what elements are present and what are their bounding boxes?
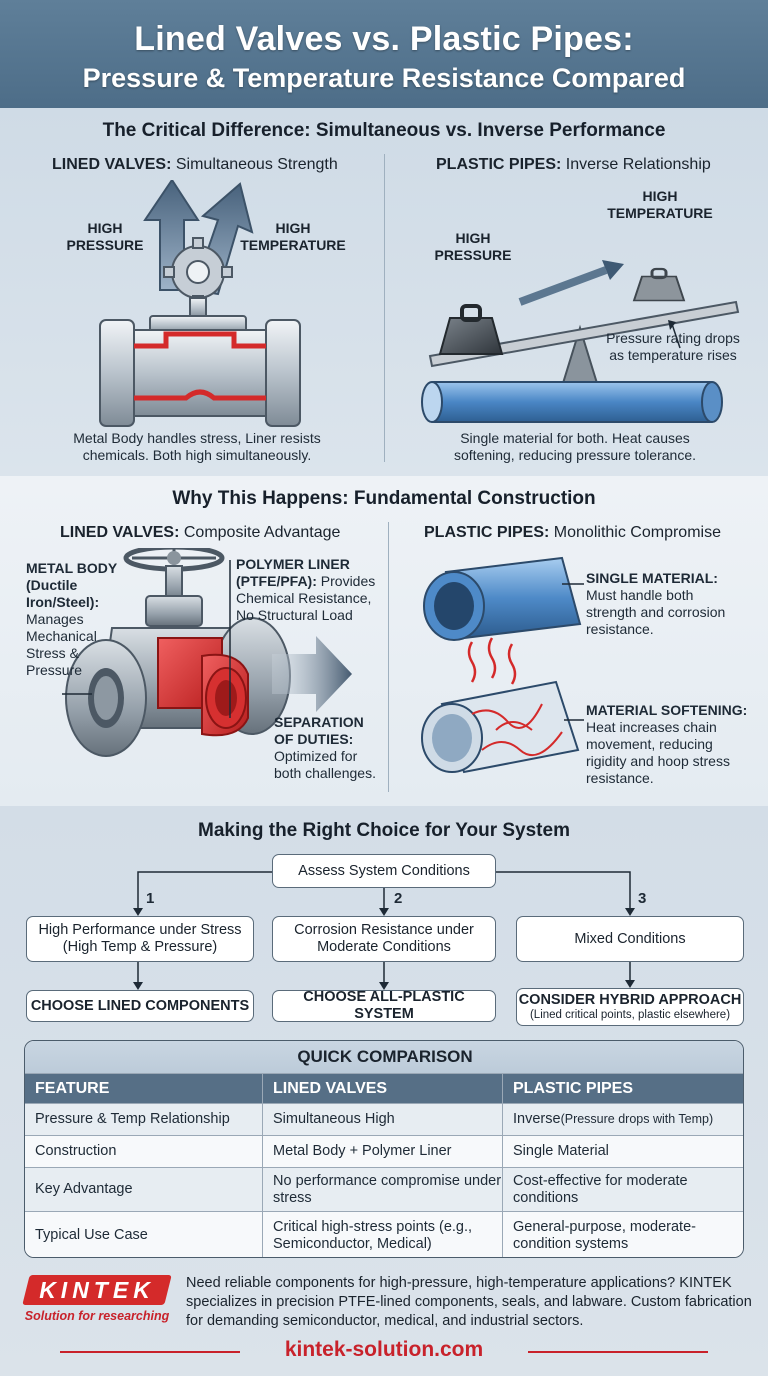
table-cell: Single Material [513,1143,609,1159]
choice-box-2: CHOOSE ALL-PLASTIC SYSTEM [272,989,496,1022]
logo-tagline: Solution for researching [24,1309,170,1323]
choice-3-label: CONSIDER HYBRID APPROACH [518,992,742,1008]
table-header-row: FEATURE LINED VALVES PLASTIC PIPES [25,1073,743,1103]
section-critical-difference: The Critical Difference: Simultaneous vs… [0,108,768,476]
pressure-weight-icon [438,304,504,355]
step-number-2: 2 [394,890,403,907]
table-cell: Construction [25,1136,263,1167]
material-softening-note: MATERIAL SOFTENING: Heat increases chain… [586,702,748,786]
section2-left-heading: LINED VALVES: Composite Advantage [60,524,341,541]
kintek-logo: KINTEK Solution for researching [22,1275,172,1327]
header-banner: Lined Valves vs. Plastic Pipes: Pressure… [0,0,768,108]
step-number-1: 1 [146,890,155,907]
valve-illustration [99,180,301,427]
decision-flow-connectors [133,871,635,990]
table-cell: No performance compromise under stress [263,1168,503,1211]
table-cell: Critical high-stress points (e.g., Semic… [263,1212,503,1257]
lined-high-temperature-label: HIGH TEMPERATURE [240,220,346,253]
table-row: Construction Metal Body + Polymer Liner … [25,1135,743,1167]
table-cell: General-purpose, moderate-condition syst… [513,1218,696,1252]
section2-title: Why This Happens: Fundamental Constructi… [172,488,596,509]
section1-right-caption: Single material for both. Heat causes so… [453,430,697,463]
gear-icon [163,237,233,307]
table-row: Typical Use Case Critical high-stress po… [25,1211,743,1257]
footer-description: Need reliable components for high-pressu… [186,1275,752,1329]
section1-left-heading: LINED VALVES: Simultaneous Strength [52,156,338,173]
lined-high-pressure-label: HIGH PRESSURE [66,220,144,253]
pressure-rating-annotation: Pressure rating drops as temperature ris… [606,330,740,363]
table-title: QUICK COMPARISON [25,1041,743,1073]
softening-pipe-icon [421,637,580,774]
table-cell: Metal Body + Polymer Liner [263,1136,503,1167]
section1-left-caption: Metal Body handles stress, Liner resists… [73,430,321,463]
logo-wordmark: KINTEK [39,1277,155,1303]
plastic-high-temperature-label: HIGH TEMPERATURE [607,188,713,221]
section2-divider [388,522,389,792]
choice-box-1: CHOOSE LINED COMPONENTS [26,990,254,1022]
metal-body-note: METAL BODY (Ductile Iron/Steel): Manages… [26,560,118,678]
column-header: LINED VALVES [263,1074,503,1103]
section-fundamental-construction: Why This Happens: Fundamental Constructi… [0,476,768,806]
website-rule-right [528,1351,708,1353]
section1-divider [384,154,385,462]
table-row: Pressure & Temp Relationship Simultaneou… [25,1103,743,1135]
section2-right-heading: PLASTIC PIPES: Monolithic Compromise [424,524,721,541]
page-subtitle: Pressure & Temperature Resistance Compar… [82,63,686,93]
table-cell: Simultaneous High [263,1104,503,1135]
table-cell: Key Advantage [25,1168,263,1211]
polymer-liner-note: POLYMER LINER (PTFE/PFA): Provides Chemi… [236,556,376,623]
table-cell: Cost-effective for moderate conditions [513,1172,688,1206]
column-header: FEATURE [25,1074,263,1103]
plastic-pipe-cross-sections [421,556,584,774]
table-row: Key Advantage No performance compromise … [25,1167,743,1211]
separation-of-duties-note: SEPARATION OF DUTIES: Optimized for both… [274,714,376,781]
step-number-3: 3 [638,890,647,907]
table-cell: Inverse (Pressure drops with Temp) [513,1111,714,1127]
choice-3-sub: (Lined critical points, plastic elsewher… [529,1009,731,1021]
website-rule-left [60,1351,240,1353]
condition-box-3: Mixed Conditions [516,916,744,962]
website-link[interactable]: kintek-solution.com [284,1338,484,1361]
quick-comparison-table: QUICK COMPARISON FEATURE LINED VALVES PL… [24,1040,744,1258]
section3-title: Making the Right Choice for Your System [198,820,570,841]
temperature-weight-icon [632,267,686,302]
plastic-high-pressure-label: HIGH PRESSURE [434,230,512,263]
single-material-note: SINGLE MATERIAL: Must handle both streng… [586,570,726,637]
condition-box-2: Corrosion Resistance under Moderate Cond… [272,916,496,962]
column-header: PLASTIC PIPES [513,1080,634,1097]
choice-box-3: CONSIDER HYBRID APPROACH (Lined critical… [516,988,744,1026]
table-cell: Pressure & Temp Relationship [25,1104,263,1135]
section1-title: The Critical Difference: Simultaneous vs… [102,120,666,141]
assess-conditions-box: Assess System Conditions [272,854,496,888]
single-material-pipe-icon [423,556,582,641]
condition-box-1: High Performance under Stress (High Temp… [26,916,254,962]
seesaw-pipe-illustration [421,260,740,428]
section1-right-heading: PLASTIC PIPES: Inverse Relationship [436,156,711,173]
table-cell: Typical Use Case [25,1212,263,1257]
lined-valve-cutaway-illustration [62,548,352,757]
page-title: Lined Valves vs. Plastic Pipes: [134,20,634,58]
